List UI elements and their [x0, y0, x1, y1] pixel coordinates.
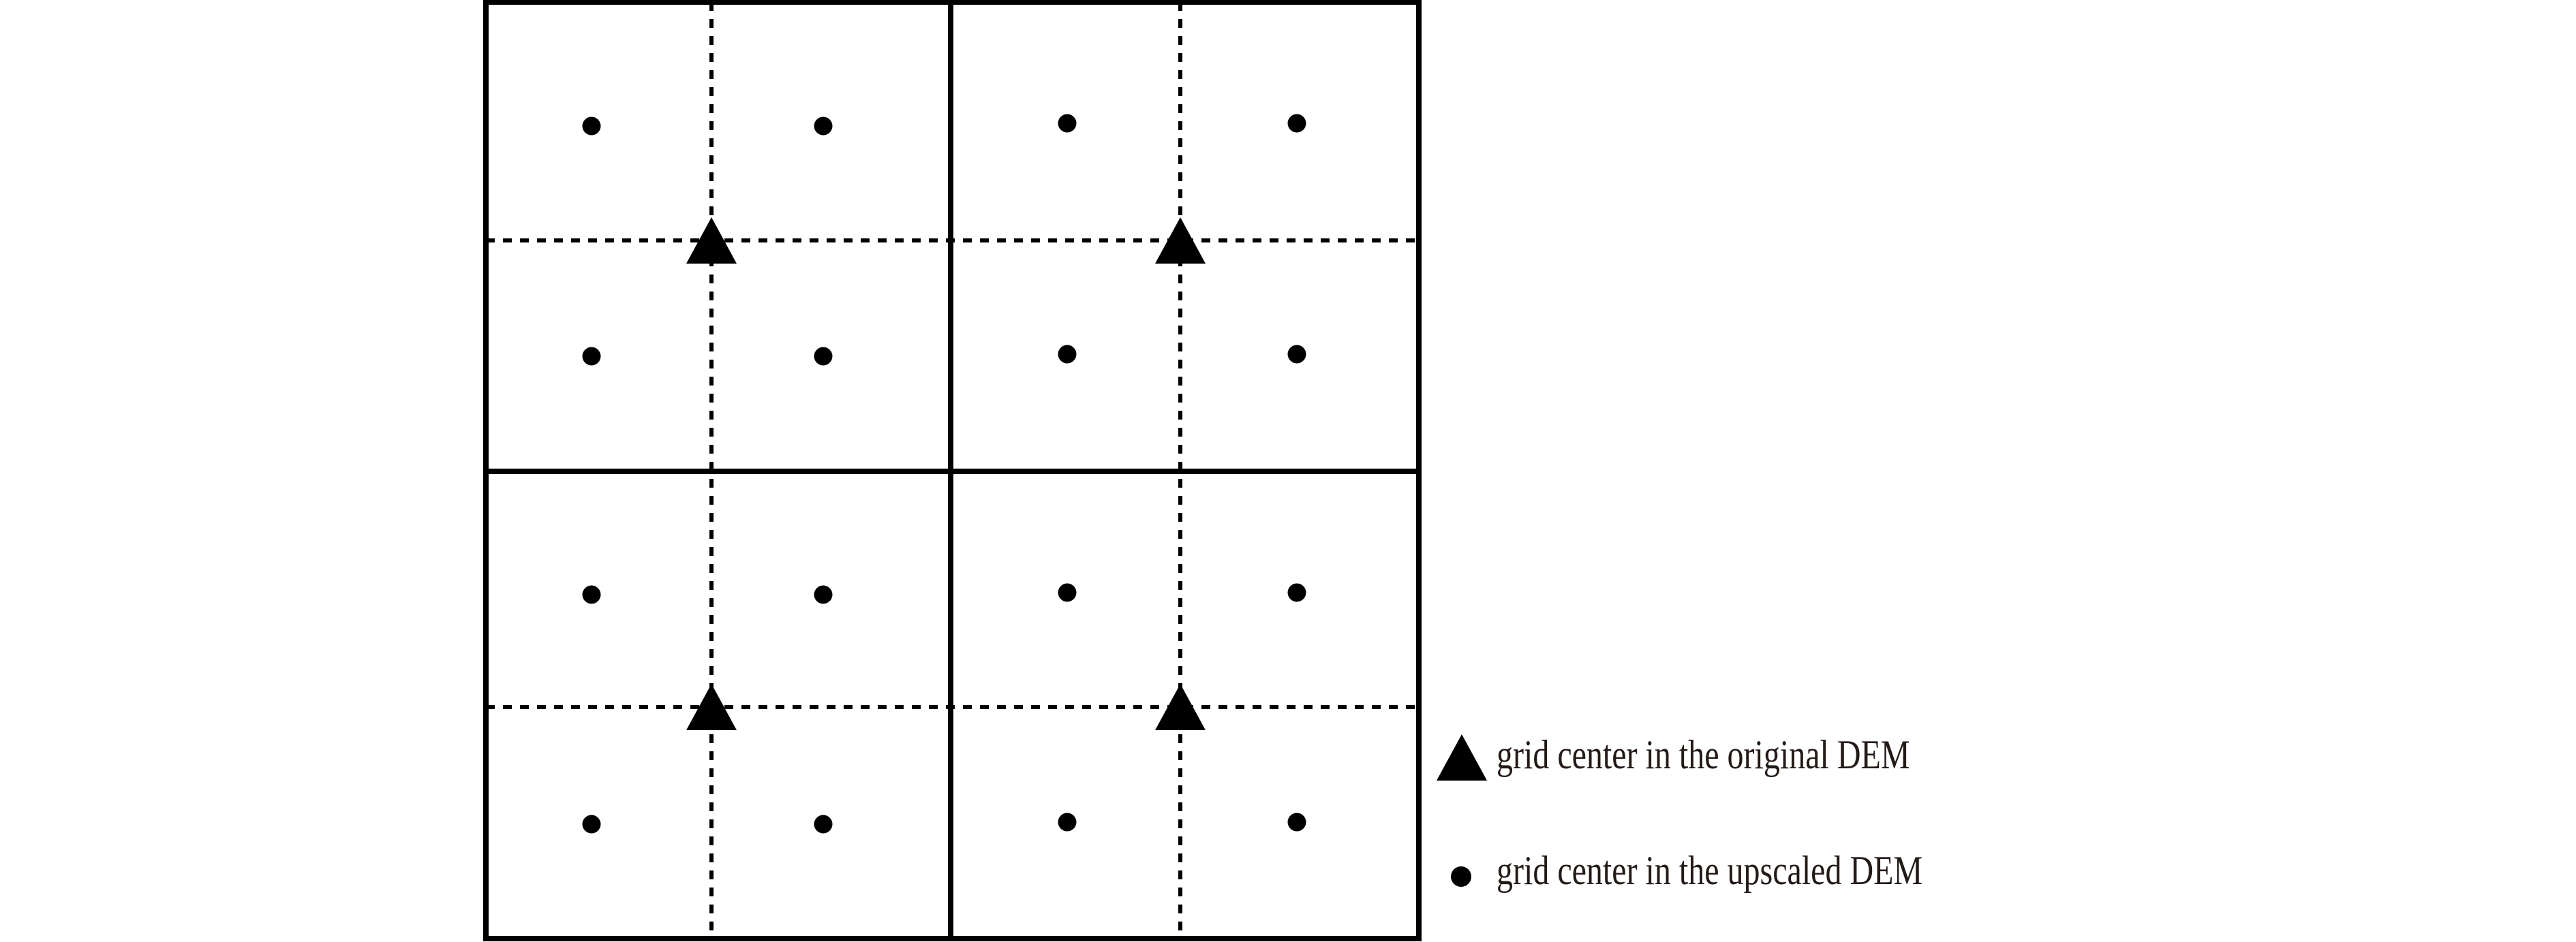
grid-center-upscaled-dot [1058, 114, 1077, 133]
legend-item-label-original: grid center in the original DEM [1497, 732, 1910, 777]
legend-markers-group [1437, 734, 1487, 887]
grid-center-upscaled-dot [1287, 345, 1306, 364]
grid-center-original-triangle [1155, 217, 1206, 264]
legend-item-label-upscaled: grid center in the upscaled DEM [1497, 848, 1923, 893]
grid-center-upscaled-dot [1287, 583, 1306, 602]
solid-grid-group [483, 0, 1422, 941]
grid-center-upscaled-dot [1287, 114, 1306, 133]
grid-center-upscaled-dot [814, 585, 833, 604]
grid-center-upscaled-dot [814, 815, 833, 834]
grid-center-upscaled-dot [582, 815, 601, 834]
original-dem-triangles-group [686, 217, 1206, 730]
grid-center-upscaled-dot [1058, 583, 1077, 602]
grid-center-upscaled-dot [1058, 345, 1077, 364]
grid-center-upscaled-dot [814, 116, 833, 136]
grid-center-original-triangle [686, 217, 737, 264]
upscaled-dem-dots-group [582, 114, 1306, 834]
grid-center-upscaled-dot [1287, 813, 1306, 832]
grid-center-upscaled-dot [582, 116, 601, 136]
grid-center-upscaled-dot [1058, 813, 1077, 832]
legend-dot-marker-icon [1451, 866, 1471, 887]
grid-center-upscaled-dot [582, 585, 601, 604]
grid-center-upscaled-dot [582, 347, 601, 366]
grid-center-upscaled-dot [814, 347, 833, 366]
grid-center-original-triangle [1155, 684, 1206, 730]
grid-center-original-triangle [686, 684, 737, 730]
legend-triangle-marker-icon [1437, 734, 1487, 781]
